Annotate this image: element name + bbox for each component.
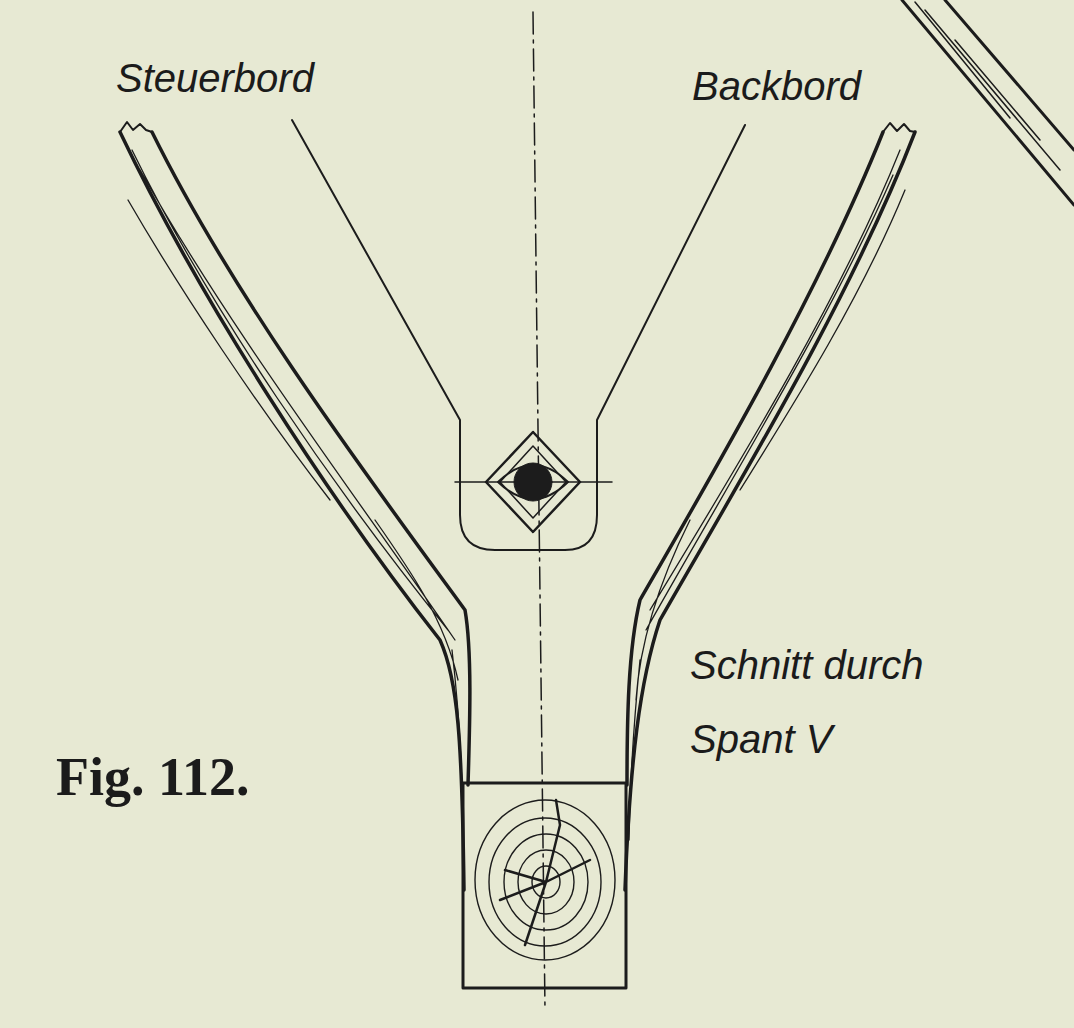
part-label: Backbord	[692, 60, 861, 112]
part-label: Steuerbord	[116, 52, 314, 104]
figure-caption: Fig. 112.	[56, 748, 250, 807]
part-label: Schnitt durch Spant V	[690, 628, 1020, 776]
